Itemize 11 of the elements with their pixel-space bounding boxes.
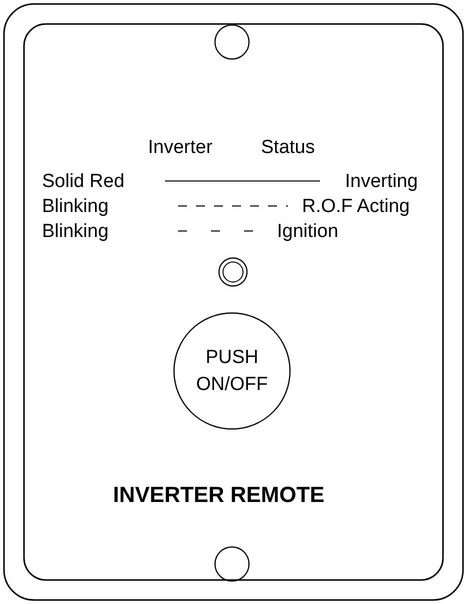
panel-title: INVERTER REMOTE bbox=[113, 484, 324, 506]
heading-label: Status bbox=[261, 138, 315, 157]
status-label: Solid Red bbox=[42, 172, 124, 191]
button-label: PUSH ON/OFF bbox=[195, 346, 269, 397]
status-label: R.O.F Acting bbox=[302, 197, 410, 216]
status-label: Ignition bbox=[277, 222, 338, 241]
status-label: Inverting bbox=[345, 172, 418, 191]
push-button bbox=[173, 312, 291, 430]
status-label: Blinking bbox=[42, 197, 109, 216]
status-label: Blinking bbox=[42, 222, 109, 241]
heading-label: Inverter bbox=[148, 138, 212, 157]
